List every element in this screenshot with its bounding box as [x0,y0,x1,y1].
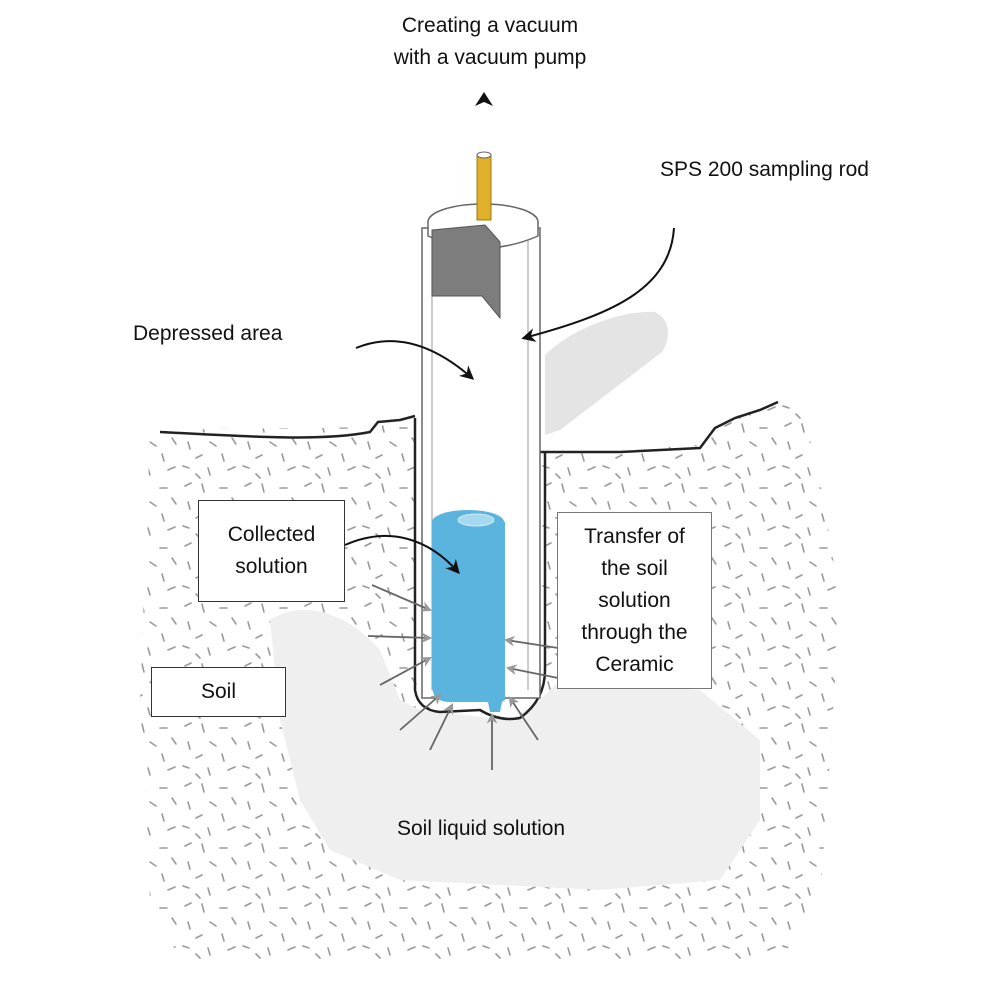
arrow-up-icon [475,92,493,106]
ground-line-right [540,400,779,454]
rod-shadow [545,311,668,435]
seal-block [431,224,501,320]
rod-label: SPS 200 sampling rod [660,158,869,181]
transfer-label: Transfer of the soil solution through th… [557,512,712,689]
flow-arrows [367,584,559,770]
depressed-pointer-arrow [355,340,475,380]
vacuum-tube [476,154,492,221]
ground-line [159,414,416,439]
soil-label: Soil [151,667,286,717]
collected-solution-label: Collected solution [198,500,345,602]
depressed-area-label: Depressed area [133,322,283,345]
soil-liquid-region [270,610,760,890]
collected-pointer-arrow [344,535,460,575]
vacuum-label: Creating a vacuum with a vacuum pump [393,14,587,69]
collected-solution-fill [432,510,505,712]
rod-pointer-arrow [521,227,675,342]
soil-liquid-label: Soil liquid solution [397,817,566,840]
